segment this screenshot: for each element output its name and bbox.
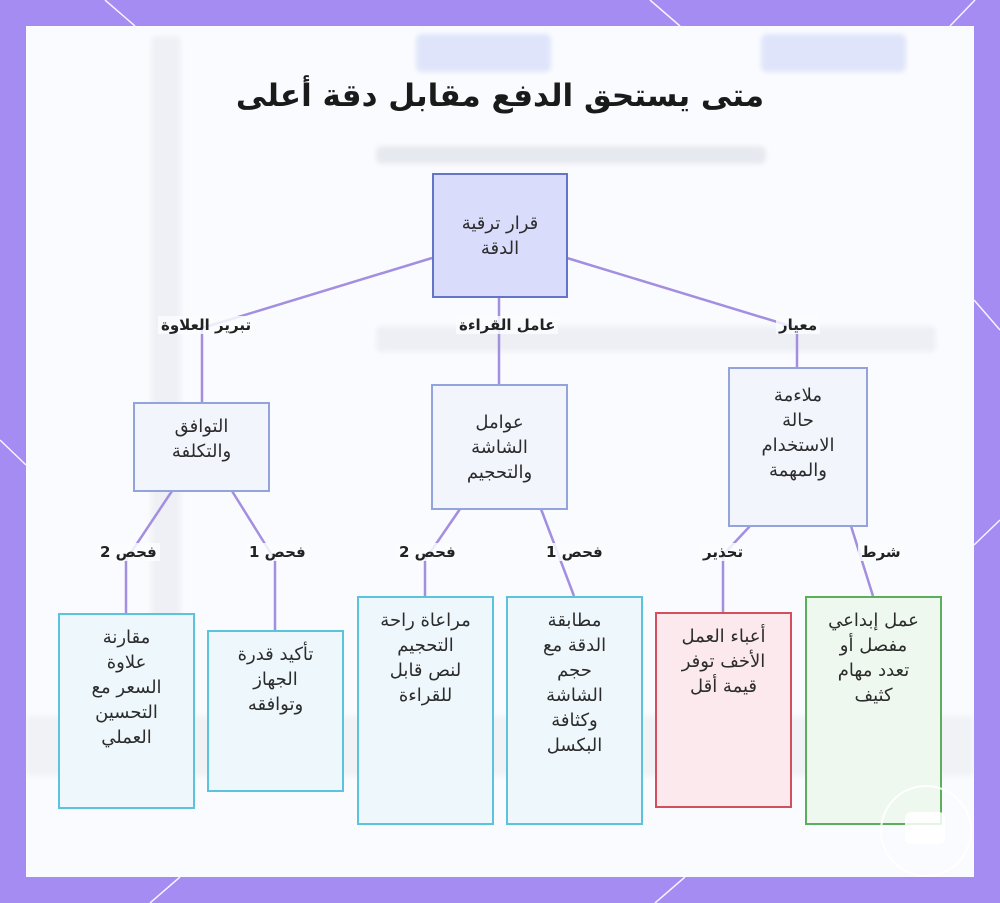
edge-label-criterion: معيار [776, 316, 821, 334]
edge-label-check2-screen: فحص 2 [396, 543, 459, 561]
diagram-title: متى يستحق الدفع مقابل دقة أعلى [235, 78, 765, 114]
edge-label-justification: تبرير العلاوة [158, 316, 255, 334]
corner-badge [880, 785, 972, 877]
corner-badge-square [905, 812, 945, 844]
edge-label-warning: تحذير [700, 543, 747, 561]
edge-label-check1-screen: فحص 1 [543, 543, 606, 561]
edge-label-check2-cost: فحص 2 [97, 543, 160, 561]
edge-label-condition: شرط [858, 543, 904, 561]
edge-label-check1-cost: فحص 1 [246, 543, 309, 561]
edge-label-readability: عامل القراءة [456, 316, 559, 334]
